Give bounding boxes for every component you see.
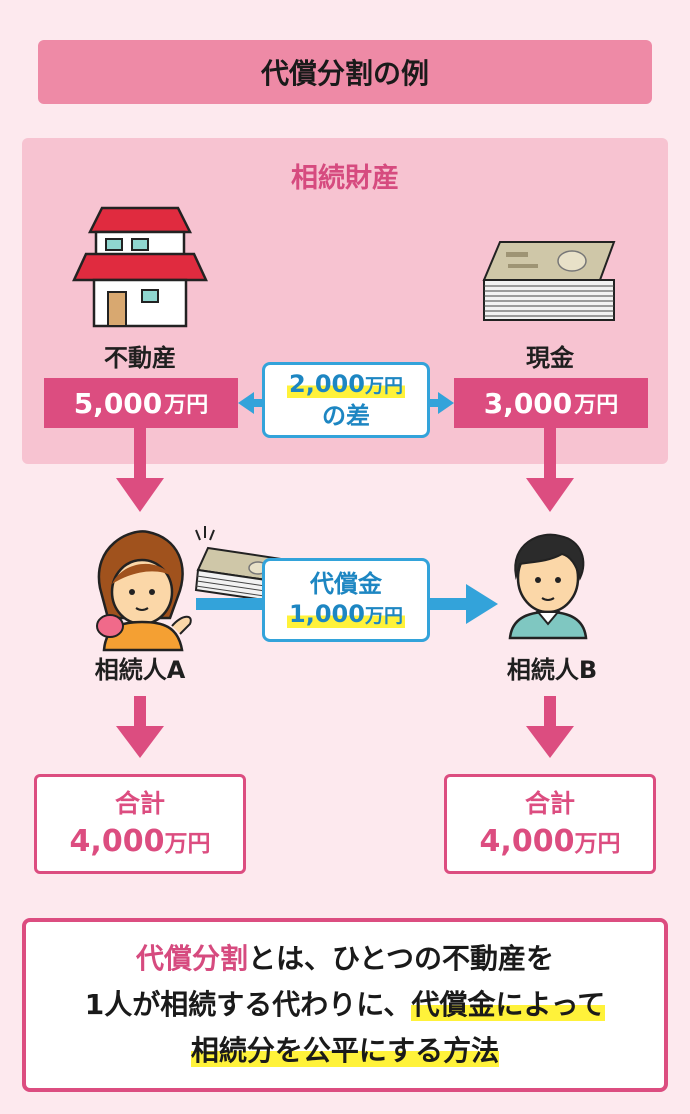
difference-suffix: の差 — [322, 402, 370, 430]
description-line-2-start: 1人が相続する代わりに、 — [84, 988, 412, 1021]
heir-b-avatar-icon — [508, 533, 588, 640]
difference-amount: 2,000 — [289, 370, 365, 398]
heir-a-total-amount-line: 4,000万円 — [70, 823, 211, 863]
description-line-3: 相続分を公平にする方法 — [190, 1028, 500, 1074]
arrow-down-right — [526, 428, 574, 512]
heir-a-total-unit: 万円 — [164, 831, 211, 857]
arrow-down-left — [116, 428, 164, 512]
heir-a-total-box: 合計 4,000万円 — [34, 774, 246, 874]
heir-a-avatar-icon — [96, 530, 192, 652]
banknote-stack-icon — [482, 241, 616, 321]
real-estate-amount: 5,000 — [73, 386, 163, 420]
cash-amount: 3,000 — [483, 386, 573, 420]
heir-b-total-box: 合計 4,000万円 — [444, 774, 656, 874]
arrow-down-heir-b — [526, 696, 574, 758]
heir-b-total-amount-line: 4,000万円 — [480, 823, 621, 863]
compensation-amount: 1,000 — [289, 600, 365, 628]
heir-a-total-value: 4,000 — [69, 824, 165, 859]
description-line-3-highlight: 相続分を公平にする方法 — [190, 1034, 500, 1067]
compensation-unit: 万円 — [364, 605, 403, 627]
page-title: 代償分割の例 — [38, 40, 652, 104]
heir-b-label: 相続人B — [506, 656, 598, 684]
estate-title: 相続財産 — [291, 163, 399, 194]
compensation-label: 代償金 — [310, 570, 382, 598]
house-icon — [72, 206, 208, 328]
arrow-down-heir-a — [116, 696, 164, 758]
cash-unit: 万円 — [574, 393, 619, 418]
description-line-1-rest: とは、ひとつの不動産を — [247, 942, 555, 975]
difference-amount-line: 2,000万円 — [287, 369, 405, 401]
cash-label: 現金 — [526, 344, 574, 372]
compensation-box: 代償金 1,000万円 — [262, 558, 430, 642]
description-box: 代償分割とは、ひとつの不動産を 1人が相続する代わりに、代償金によって 相続分を… — [22, 918, 668, 1092]
heir-b-total-label: 合計 — [524, 789, 575, 818]
description-line-2: 1人が相続する代わりに、代償金によって — [84, 982, 606, 1028]
compensation-amount-line: 1,000万円 — [287, 599, 405, 631]
description-line-2-highlight: 代償金によって — [411, 988, 606, 1021]
description-term: 代償分割 — [135, 942, 248, 975]
heir-a-label: 相続人A — [94, 656, 186, 684]
heir-a-total-label: 合計 — [114, 789, 165, 818]
heir-b-total-value: 4,000 — [479, 824, 575, 859]
difference-unit: 万円 — [364, 375, 403, 397]
heir-b-total-unit: 万円 — [574, 831, 621, 857]
real-estate-unit: 万円 — [164, 393, 209, 418]
description-line-1: 代償分割とは、ひとつの不動産を — [136, 936, 554, 982]
difference-box: 2,000万円 の差 — [262, 362, 430, 438]
real-estate-label: 不動産 — [104, 344, 176, 372]
sparkle-icon — [195, 526, 215, 541]
